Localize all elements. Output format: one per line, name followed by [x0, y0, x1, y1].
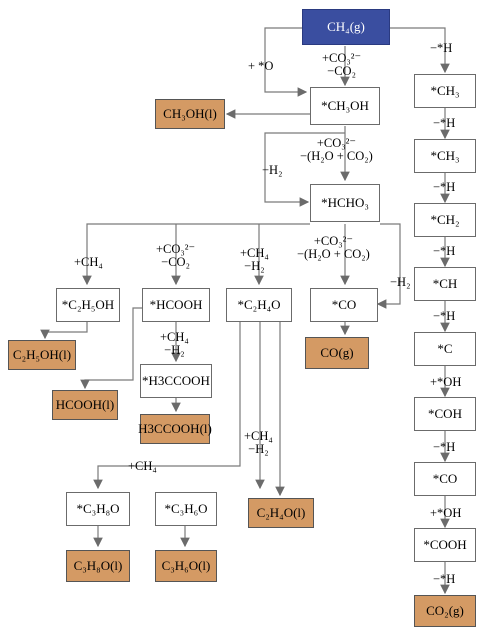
right-h-label-2: −*H: [433, 116, 456, 130]
ch4-gas-node: CH₄(g): [302, 9, 390, 45]
right-ch3-node: *CH₃: [414, 74, 476, 108]
right-ch-node: *CH: [414, 267, 476, 301]
right-h-label-1: −*H: [430, 41, 453, 55]
ch3oh-liquid-node: CH₃OH(l): [155, 99, 225, 129]
c3h8o-adsorbed-node: *C₃H₈O: [66, 492, 130, 526]
co3-minus-co2-label-2: +CO₃²⁻−CO₂: [156, 242, 196, 269]
right-h-label-3: −*H: [433, 180, 456, 194]
minus-h2-right-label: −H₂: [390, 275, 411, 289]
right-oh-label-2: +*OH: [430, 506, 462, 520]
c2h4o-liquid-node: C₂H₄O(l): [248, 498, 314, 528]
ch4-h2-label-2: +CH₄−H₂: [160, 330, 189, 357]
right-coh-node: *COH: [414, 397, 476, 431]
plus-ch4-low-label: +CH₄: [128, 459, 157, 473]
ch4-h2-label-3: +CH₄−H₂: [244, 429, 273, 456]
right-h-label-5: −*H: [433, 309, 456, 323]
c2h4o-adsorbed-node: *C₂H₄O: [226, 288, 292, 322]
hcooh-liquid-node: HCOOH(l): [52, 390, 118, 420]
right-h-label-4: −*H: [433, 244, 456, 258]
h3ccooh-liquid-node: H3CCOOH(l): [138, 414, 212, 444]
plus-o-label: + *O: [248, 59, 274, 73]
c3h6o-adsorbed-node: *C₃H₆O: [155, 492, 217, 526]
right-oh-label-1: +*OH: [430, 375, 462, 389]
right-ch2-node: *CH₂: [414, 203, 476, 237]
h3ccooh-adsorbed-node: *H3CCOOH: [140, 364, 212, 398]
ch3oh-adsorbed-node: *CH₃OH: [310, 87, 380, 125]
ch4-h2-label-1: +CH₄−H₂: [240, 246, 269, 273]
minus-h2-left-label: −H₂: [262, 163, 283, 177]
c2h5oh-liquid-node: C₂H₅OH(l): [8, 340, 76, 370]
right-h-label-6: −*H: [433, 440, 456, 454]
right-ch3b-node: *CH₃: [414, 139, 476, 173]
c3h8o-liquid-node: C₃H₈O(l): [66, 550, 130, 582]
right-c-node: *C: [414, 332, 476, 366]
c3h6o-liquid-node: C₃H₆O(l): [155, 550, 217, 582]
co-gas-node: CO(g): [305, 337, 369, 369]
co3-minus-h2o-co2-label-2: +CO₃²⁻−(H₂O + CO₂): [297, 234, 370, 261]
hcooh-adsorbed-node: *HCOOH: [142, 288, 210, 322]
right-h-label-7: −*H: [433, 572, 456, 586]
c2h5oh-adsorbed-node: *C₂H₅OH: [56, 288, 120, 322]
co3-minus-h2o-co2-label-1: +CO₃²⁻−(H₂O + CO₂): [300, 136, 373, 163]
co-adsorbed-mid-node: *CO: [310, 288, 378, 322]
right-co2-gas-node: CO₂(g): [414, 595, 476, 627]
right-cooh-node: *COOH: [414, 528, 476, 562]
hcho3-node: *HCHO₃: [310, 184, 380, 222]
right-co-node: *CO: [414, 462, 476, 496]
co3-minus-co2-label-1: +CO₃²⁻−CO₂: [322, 51, 362, 78]
plus-ch4-left-label: +CH₄: [74, 255, 103, 269]
